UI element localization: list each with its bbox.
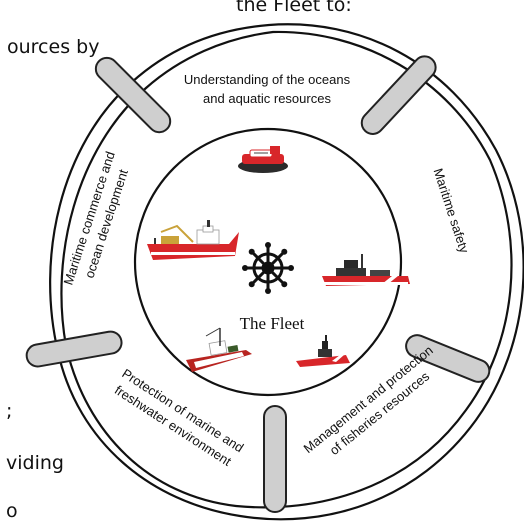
- patrol-ship-icon: [322, 254, 410, 286]
- background-text-line-3: ;: [6, 400, 13, 422]
- strap-right: [405, 334, 491, 383]
- segment-top: Understanding of the oceans and aquatic …: [184, 72, 351, 106]
- ship-wheel-icon: [242, 242, 294, 294]
- center-label: The Fleet: [240, 314, 305, 333]
- background-text-line-5: o: [6, 500, 18, 522]
- hovercraft-icon: [238, 146, 288, 173]
- icebreaker-icon: [147, 220, 239, 260]
- segment-label: Understanding of the oceans: [184, 72, 351, 87]
- segment-label: and aquatic resources: [203, 91, 331, 106]
- background-text-line-2: ources by: [7, 36, 100, 58]
- fishing-vessel-icon: [186, 327, 252, 372]
- background-text-line-1: the Fleet to:: [236, 0, 352, 16]
- strap-bottom: [263, 405, 287, 513]
- small-cutter-icon: [296, 335, 350, 367]
- strap-left: [25, 330, 123, 368]
- background-text-line-4: viding: [6, 452, 64, 474]
